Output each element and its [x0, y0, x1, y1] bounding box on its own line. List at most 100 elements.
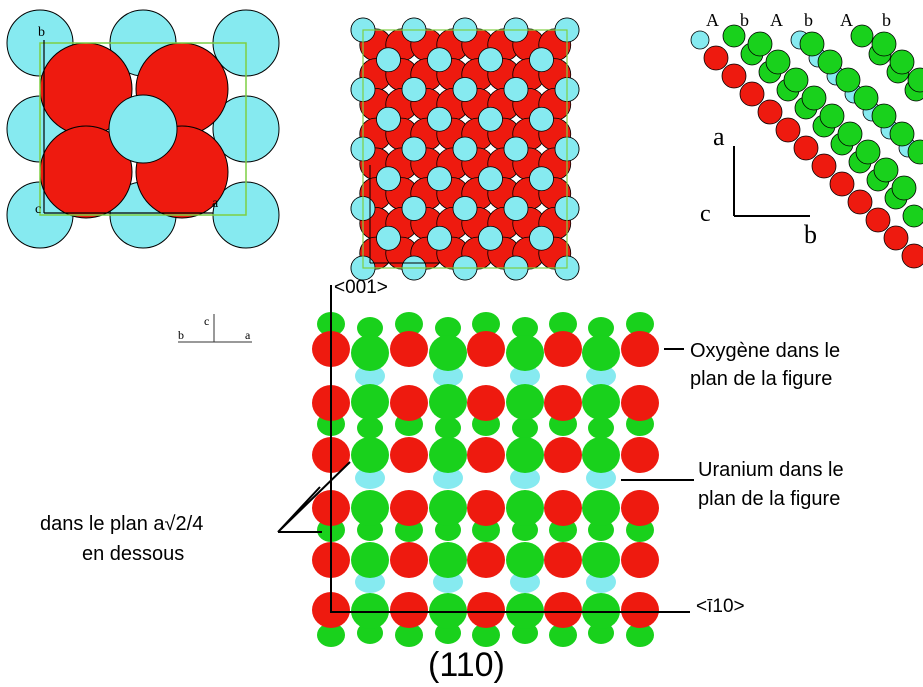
stacked-atom [721, 63, 747, 89]
panel-supercell-projection [350, 17, 580, 281]
oxygen-label-line1: Oxygène dans le [690, 340, 840, 362]
axis-b-label: b [38, 25, 45, 40]
oxygen-below-atom [506, 384, 544, 420]
oxygen-below-atom [582, 542, 620, 578]
stacked-atom [817, 49, 843, 75]
stacked-atom [829, 171, 855, 197]
stacked-atom [883, 225, 909, 251]
oxygen-in-plane-atom [390, 542, 428, 578]
stack-label: A [770, 10, 783, 30]
uranium-in-plane-atom [586, 467, 616, 489]
oxygen-below-atom [435, 417, 461, 439]
stacked-layers [690, 24, 923, 269]
supercell-outline [362, 29, 568, 269]
uranium-in-plane-atom [355, 467, 385, 489]
oxygen-in-plane-atom [390, 592, 428, 628]
uranium-atom [503, 136, 529, 162]
oxygen-below-atom [351, 437, 389, 473]
oxygen-below-atom [351, 490, 389, 526]
below-label-line1: dans le plan a√2/4 [40, 513, 203, 535]
oxygen-in-plane-atom [544, 490, 582, 526]
uranium-atom [478, 47, 503, 73]
stacked-atom [793, 135, 819, 161]
stacked-atom [757, 99, 783, 125]
oxygen-below-atom [429, 437, 467, 473]
stacked-atom [703, 45, 729, 71]
oxygen-below-atom [351, 384, 389, 420]
oxygen-in-plane-atom [467, 437, 505, 473]
oxygen-in-plane-atom [467, 385, 505, 421]
uranium-atom [376, 106, 401, 132]
oxygen-below-atom [549, 623, 577, 647]
stacked-atom [889, 121, 915, 147]
axis-b-small-label: b [178, 328, 184, 342]
uranium-in-plane-atom [510, 365, 540, 387]
stack-label: b [740, 10, 749, 30]
oxygen-below-atom [429, 335, 467, 371]
uranium-atom [478, 106, 503, 132]
oxygen-below-atom [588, 317, 614, 339]
uranium-atom [529, 47, 554, 73]
uranium-atom [376, 225, 401, 251]
oxygen-below-atom [506, 542, 544, 578]
oxygen-in-plane-atom [467, 542, 505, 578]
uranium-atom [376, 47, 401, 73]
uranium-in-plane-atom [510, 467, 540, 489]
oxygen-below-atom [626, 312, 654, 336]
uranium-atom [401, 77, 427, 102]
axis-a-label-3d: a [713, 122, 725, 151]
oxygen-below-atom [357, 317, 383, 339]
stacked-atom [871, 103, 897, 129]
unit-cell-outline [39, 42, 247, 216]
stacked-atom [747, 31, 773, 57]
axis-c-small-label: c [204, 314, 209, 328]
oxygen-below-atom [351, 542, 389, 578]
uranium-atom [376, 166, 401, 192]
oxygen-below-atom [582, 384, 620, 420]
stacked-atom [801, 85, 827, 111]
stacked-atom [765, 49, 791, 75]
orientation-axes: c b a [178, 314, 252, 343]
stacked-atom [853, 85, 879, 111]
axis-c-label-3d: c [700, 201, 711, 227]
stacked-atom [889, 49, 915, 75]
axis-c-label: c [35, 202, 41, 217]
uranium-atom [401, 136, 427, 162]
oxygen-below-atom [582, 490, 620, 526]
lattice-110-plane: <001> <ī10> (110) [312, 277, 745, 684]
axis-b-label-3d: b [804, 220, 817, 249]
uranium-atom [478, 166, 503, 192]
oxygen-below-atom [429, 542, 467, 578]
uranium-in-plane-atom [355, 365, 385, 387]
stacked-atom [907, 139, 923, 165]
oxygen-in-plane-atom [621, 437, 659, 473]
stacked-atom [783, 67, 809, 93]
oxygen-in-plane-atom [621, 490, 659, 526]
oxygen-below-atoms [317, 312, 654, 647]
uranium-atom-center [108, 94, 178, 164]
oxygen-in-plane-atom [544, 385, 582, 421]
oxygen-below-atom [429, 490, 467, 526]
oxygen-in-plane-atom [544, 331, 582, 367]
stacked-atom [865, 207, 891, 233]
stacked-atom [722, 24, 746, 48]
oxygen-below-atom [357, 417, 383, 439]
axis-a-small-label: a [245, 328, 251, 342]
oxygen-below-atom [512, 317, 538, 339]
oxygen-below-atom [351, 335, 389, 371]
uranium-atom [427, 166, 452, 192]
uranium-in-plane-atom [586, 365, 616, 387]
stacked-atom [819, 103, 845, 129]
stacked-atom [907, 67, 923, 93]
uranium-atom [452, 77, 478, 102]
oxygen-in-plane-atom [621, 542, 659, 578]
uranium-atom [427, 106, 452, 132]
uranium-label-line1: Uranium dans le [698, 459, 844, 481]
oxygen-below-atom [435, 317, 461, 339]
uranium-atom [427, 47, 452, 73]
oxygen-in-plane-atom [621, 331, 659, 367]
stacked-atom [847, 189, 873, 215]
